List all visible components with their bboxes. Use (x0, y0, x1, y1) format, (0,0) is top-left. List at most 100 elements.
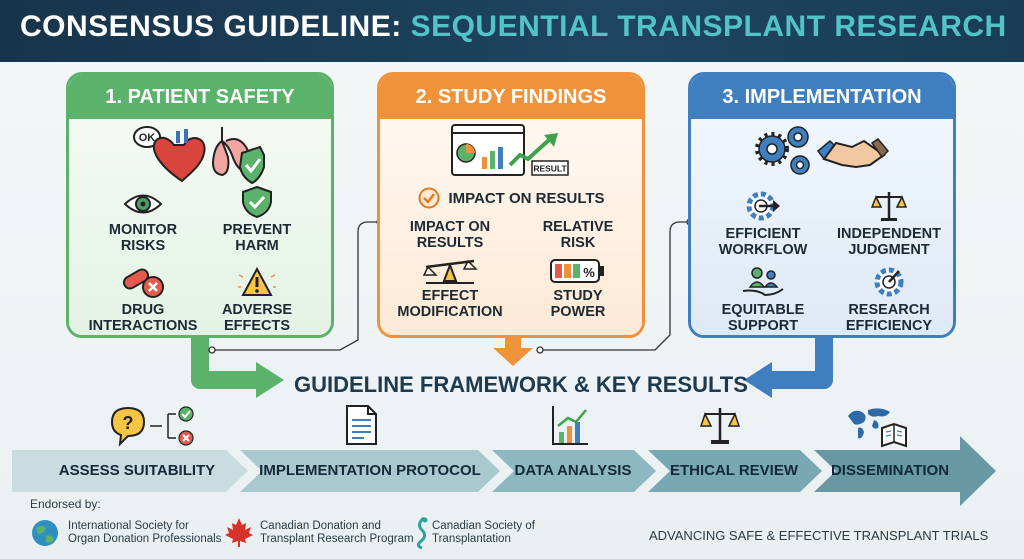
item-label-line1: DRUG (121, 302, 165, 318)
header-banner: CONSENSUS GUIDELINE: SEQUENTIAL TRANSPLA… (0, 0, 1024, 62)
title-part-1: CONSENSUS GUIDELINE: (20, 10, 402, 43)
green-arrowhead (256, 362, 284, 398)
item-effect-modification: EFFECT MODIFICATION (390, 253, 510, 320)
step-implementation-protocol: IMPLEMENTATION PROTOCOL (259, 462, 481, 479)
blue-arrowhead (744, 362, 772, 398)
item-monitor-risks: MONITOR RISKS (83, 189, 203, 254)
panel-body: EFFICIENT WORKFLOW INDEPENDENT JUDGMENT (691, 119, 953, 335)
org-isodp: International Society for Organ Donation… (30, 516, 230, 550)
item-study-power: % STUDY POWER (518, 257, 638, 320)
efficiency-gear-icon (874, 267, 904, 297)
question-decision-icon: ? (110, 406, 194, 447)
step-assess-suitability: ASSESS SUITABILITY (58, 462, 216, 479)
org-name: Canadian Donation and Transplant Researc… (260, 520, 414, 546)
eye-icon (123, 194, 163, 214)
item-label-line2: MODIFICATION (397, 304, 503, 320)
organs-icon: OK (133, 126, 265, 185)
subheading-text: IMPACT ON RESULTS (448, 189, 605, 207)
warning-icon (238, 266, 276, 296)
item-label-line2: RESULTS (416, 235, 484, 251)
result-text: RESULT (533, 164, 567, 174)
item-label-line2: POWER (550, 304, 606, 320)
org-name-line2: Organ Donation Professionals (68, 533, 222, 545)
green-flow-arrow (191, 338, 258, 389)
thin-connector-1 (210, 221, 378, 351)
item-label-line2: RISK (560, 235, 596, 251)
svg-text:?: ? (123, 413, 134, 433)
panel-study-findings: 2. STUDY FINDINGS RESULT IMPACT ON RESUL… (377, 72, 645, 338)
item-label-line1: MONITOR (108, 222, 178, 238)
shield-check-icon (242, 185, 272, 219)
results-dashboard-icon: RESULT (451, 124, 569, 176)
item-label-line1: IMPACT ON (409, 219, 491, 235)
ok-badge-text: OK (139, 132, 156, 144)
panel-title: 2. STUDY FINDINGS (380, 75, 642, 119)
item-label-line1: ADVERSE (221, 302, 293, 318)
cst-logo-icon (416, 516, 428, 550)
item-label-line1: INDEPENDENT (837, 226, 941, 242)
blue-flow-arrow (770, 338, 833, 389)
document-icon (346, 405, 377, 445)
item-efficient-workflow: EFFICIENT WORKFLOW (703, 189, 823, 258)
panel-patient-safety: 1. PATIENT SAFETY OK MONITOR RISKS (66, 72, 334, 338)
maple-leaf-icon (225, 518, 253, 547)
justice-scale-icon (871, 192, 907, 221)
step-ethical-review: ETHICAL REVIEW (669, 462, 799, 479)
globe-book-icon (848, 408, 907, 448)
endorsed-label: Endorsed by: (30, 497, 101, 511)
org-name: Canadian Society of Transplantation (432, 520, 535, 546)
org-name-line1: Canadian Society of (432, 520, 535, 532)
item-label-line2: SUPPORT (727, 318, 799, 334)
panel-title: 1. PATIENT SAFETY (69, 75, 331, 119)
item-label-line1: PREVENT (222, 222, 292, 238)
impact-subheading: IMPACT ON RESULTS (418, 187, 605, 209)
item-label-line2: EFFICIENCY (845, 318, 933, 334)
battery-icon: % (550, 259, 604, 283)
item-equitable-support: EQUITABLE SUPPORT (703, 265, 823, 334)
title-part-2: SEQUENTIAL TRANSPLANT RESEARCH (410, 10, 1007, 43)
bar-chart-icon (552, 406, 588, 445)
page-title: CONSENSUS GUIDELINE: SEQUENTIAL TRANSPLA… (20, 10, 1007, 44)
item-label-line1: STUDY (553, 288, 603, 304)
orange-arrowhead (493, 348, 533, 366)
battery-percent-text: % (583, 265, 595, 280)
org-name-line2: Transplant Research Program (260, 533, 414, 545)
step-data-analysis: DATA ANALYSIS (514, 462, 632, 479)
org-name-line1: Canadian Donation and (260, 520, 381, 532)
org-name-line1: International Society for (68, 520, 189, 532)
item-label-line1: EFFICIENT (725, 226, 801, 242)
workflow-gear-icon (746, 191, 780, 221)
org-name-line2: Transplantation (432, 533, 511, 545)
org-cst: Canadian Society of Transplantation (414, 516, 564, 550)
globe-logo-icon (32, 520, 58, 546)
item-impact-on-results: IMPACT ON RESULTS (390, 216, 510, 251)
people-hand-icon (742, 267, 784, 297)
item-label-line2: HARM (235, 238, 279, 254)
panel-title: 3. IMPLEMENTATION (691, 75, 953, 119)
process-arrow-band (12, 436, 996, 506)
org-name: International Society for Organ Donation… (68, 520, 221, 546)
framework-title: GUIDELINE FRAMEWORK & KEY RESULTS (294, 372, 748, 397)
panel-body: RESULT IMPACT ON RESULTS IMPACT ON RESUL… (380, 119, 642, 335)
item-label-line1: RELATIVE (542, 219, 614, 235)
item-label-line1: RESEARCH (848, 302, 930, 318)
orange-flow-stem (505, 338, 521, 350)
org-cdtrp: Canadian Donation and Transplant Researc… (224, 516, 414, 550)
item-label-line2: JUDGMENT (848, 242, 930, 258)
ethics-scale-icon (700, 408, 740, 444)
item-independent-judgment: INDEPENDENT JUDGMENT (829, 189, 949, 258)
footer-tagline: ADVANCING SAFE & EFFECTIVE TRANSPLANT TR… (649, 528, 989, 543)
item-label-line2: EFFECTS (223, 318, 291, 334)
gears-handshake-icon (755, 126, 890, 175)
item-label-line2: RISKS (120, 238, 166, 254)
item-label-line1: EFFECT (421, 288, 479, 304)
seesaw-scale-icon (422, 259, 478, 284)
pills-icon (122, 268, 164, 298)
panel-implementation: 3. IMPLEMENTATION (688, 72, 956, 338)
item-label-line2: WORKFLOW (718, 242, 808, 258)
item-adverse-effects: ADVERSE EFFECTS (197, 265, 317, 334)
item-prevent-harm: PREVENT HARM (197, 185, 317, 254)
item-research-efficiency: RESEARCH EFFICIENCY (829, 265, 949, 334)
item-label-line2: INTERACTIONS (88, 318, 198, 334)
